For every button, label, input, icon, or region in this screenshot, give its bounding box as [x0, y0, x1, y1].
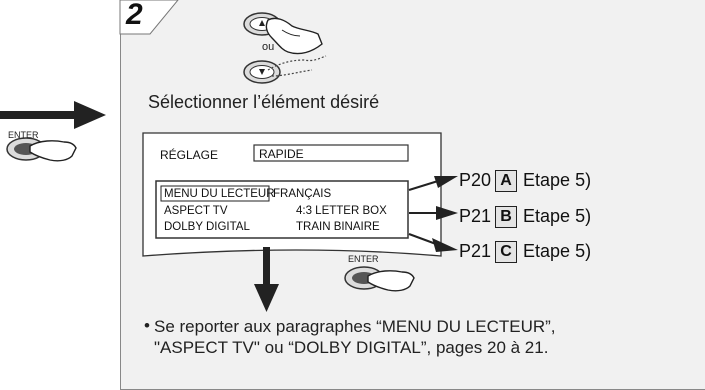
ref-arrow-b-icon [409, 206, 458, 220]
menu-item-name: MENU DU LECTEUR [164, 188, 275, 200]
setting-label: RÉGLAGE [160, 148, 219, 162]
down-button-icon [243, 60, 281, 84]
reference-step: Etape 5) [523, 241, 592, 261]
ref-arrow-c-icon [408, 233, 458, 252]
reference-step: Etape 5) [523, 206, 592, 226]
reference-letter: B [495, 206, 518, 228]
menu-item-value: FRANÇAIS [273, 188, 332, 200]
highlight-box [160, 185, 270, 202]
note-bullet: • [144, 316, 150, 335]
step-tab [119, 0, 179, 35]
hand-icon [265, 17, 323, 55]
hand-enter-left-icon [29, 140, 77, 162]
reference-page: P21 [459, 206, 492, 226]
or-label: ou [262, 41, 275, 53]
reference-letter: A [495, 170, 518, 192]
right-arrow-icon [0, 101, 106, 129]
hand-ghost-icon [267, 55, 327, 71]
reference-page: P20 [459, 170, 492, 190]
step-number: 2 [126, 0, 143, 31]
enter-label: ENTER [8, 130, 39, 140]
instruction-text: Sélectionner l’élément désiré [148, 92, 380, 112]
hand-enter-mid-icon [367, 270, 415, 292]
note-text: Se reporter aux paragraphes “MENU DU LEC… [154, 317, 556, 357]
mode-box [253, 144, 409, 162]
reference-page: P21 [459, 241, 492, 261]
menu-item-name: ASPECT TV [164, 205, 228, 217]
items-box [155, 180, 409, 239]
ref-arrow-a-icon [408, 176, 458, 191]
menu-item-name: DOLBY DIGITAL [164, 221, 250, 233]
enter-label: ENTER [348, 254, 379, 264]
setting-mode-value: RAPIDE [259, 147, 304, 161]
menu-item-value: 4:3 LETTER BOX [296, 205, 387, 217]
reference-letter: C [495, 241, 518, 263]
down-arrow-icon [254, 247, 279, 312]
menu-item-value: TRAIN BINAIRE [296, 221, 380, 233]
reference-step: Etape 5) [523, 170, 592, 190]
